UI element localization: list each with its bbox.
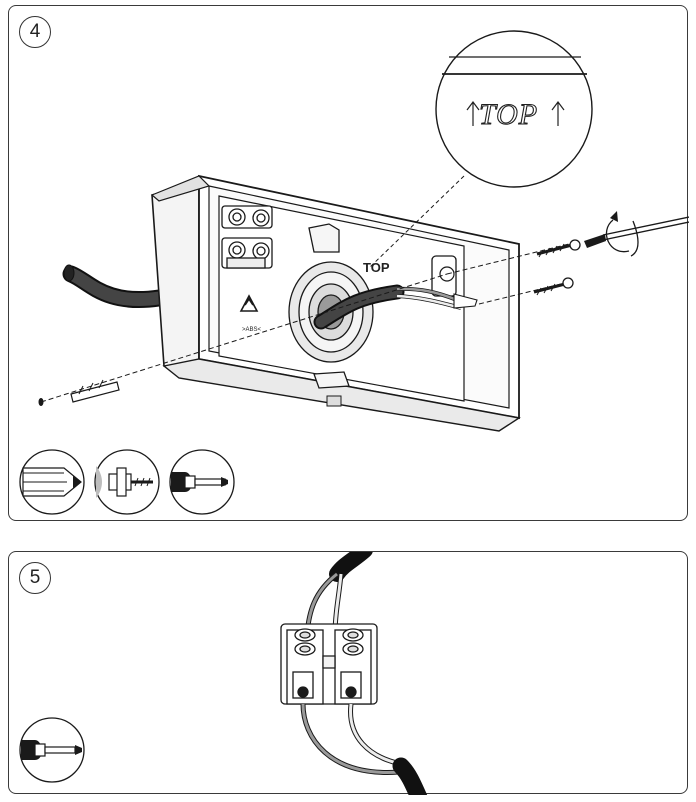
recycle-icon [239, 294, 259, 312]
step-4-panel: 4 [8, 5, 689, 521]
screwdriver-icon [19, 717, 85, 783]
supply-cable-top [304, 552, 373, 635]
step-number-badge: 4 [19, 16, 51, 48]
wall-plug-screw-icon [94, 449, 160, 515]
screwdriver-icon [169, 449, 235, 515]
step-5-panel: 5 [8, 551, 688, 795]
rotate-arrow-icon [605, 219, 630, 253]
pencil-icon [19, 449, 85, 515]
terminal-block [280, 623, 378, 705]
step-4-illustration: >ABS< TOP TOP [19, 30, 689, 515]
box-top-label: TOP [363, 260, 390, 275]
up-arrow-icon [466, 101, 565, 126]
tool-icons [19, 449, 235, 515]
top-label-zoom: TOP [368, 30, 593, 269]
fixing-screws [38, 239, 581, 406]
wires-bottom [300, 703, 428, 795]
mounting-box: >ABS< TOP [150, 174, 521, 432]
zoom-top-text: TOP [479, 98, 538, 131]
svg-text:>ABS<: >ABS< [242, 327, 262, 333]
step-5-illustration [19, 552, 428, 795]
screwdriver [584, 211, 689, 257]
terminal-block [221, 205, 273, 269]
supply-cable [62, 264, 168, 308]
step-number-badge: 5 [19, 562, 51, 594]
